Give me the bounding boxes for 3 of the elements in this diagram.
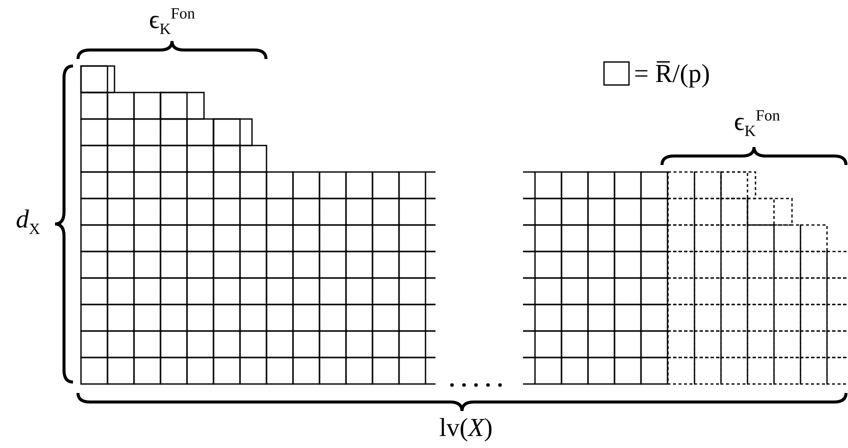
legend-text: = R̅/(p) <box>634 61 710 87</box>
math-label: d$_{X}$ <box>16 206 40 238</box>
math-label: lv(X) <box>439 415 493 441</box>
